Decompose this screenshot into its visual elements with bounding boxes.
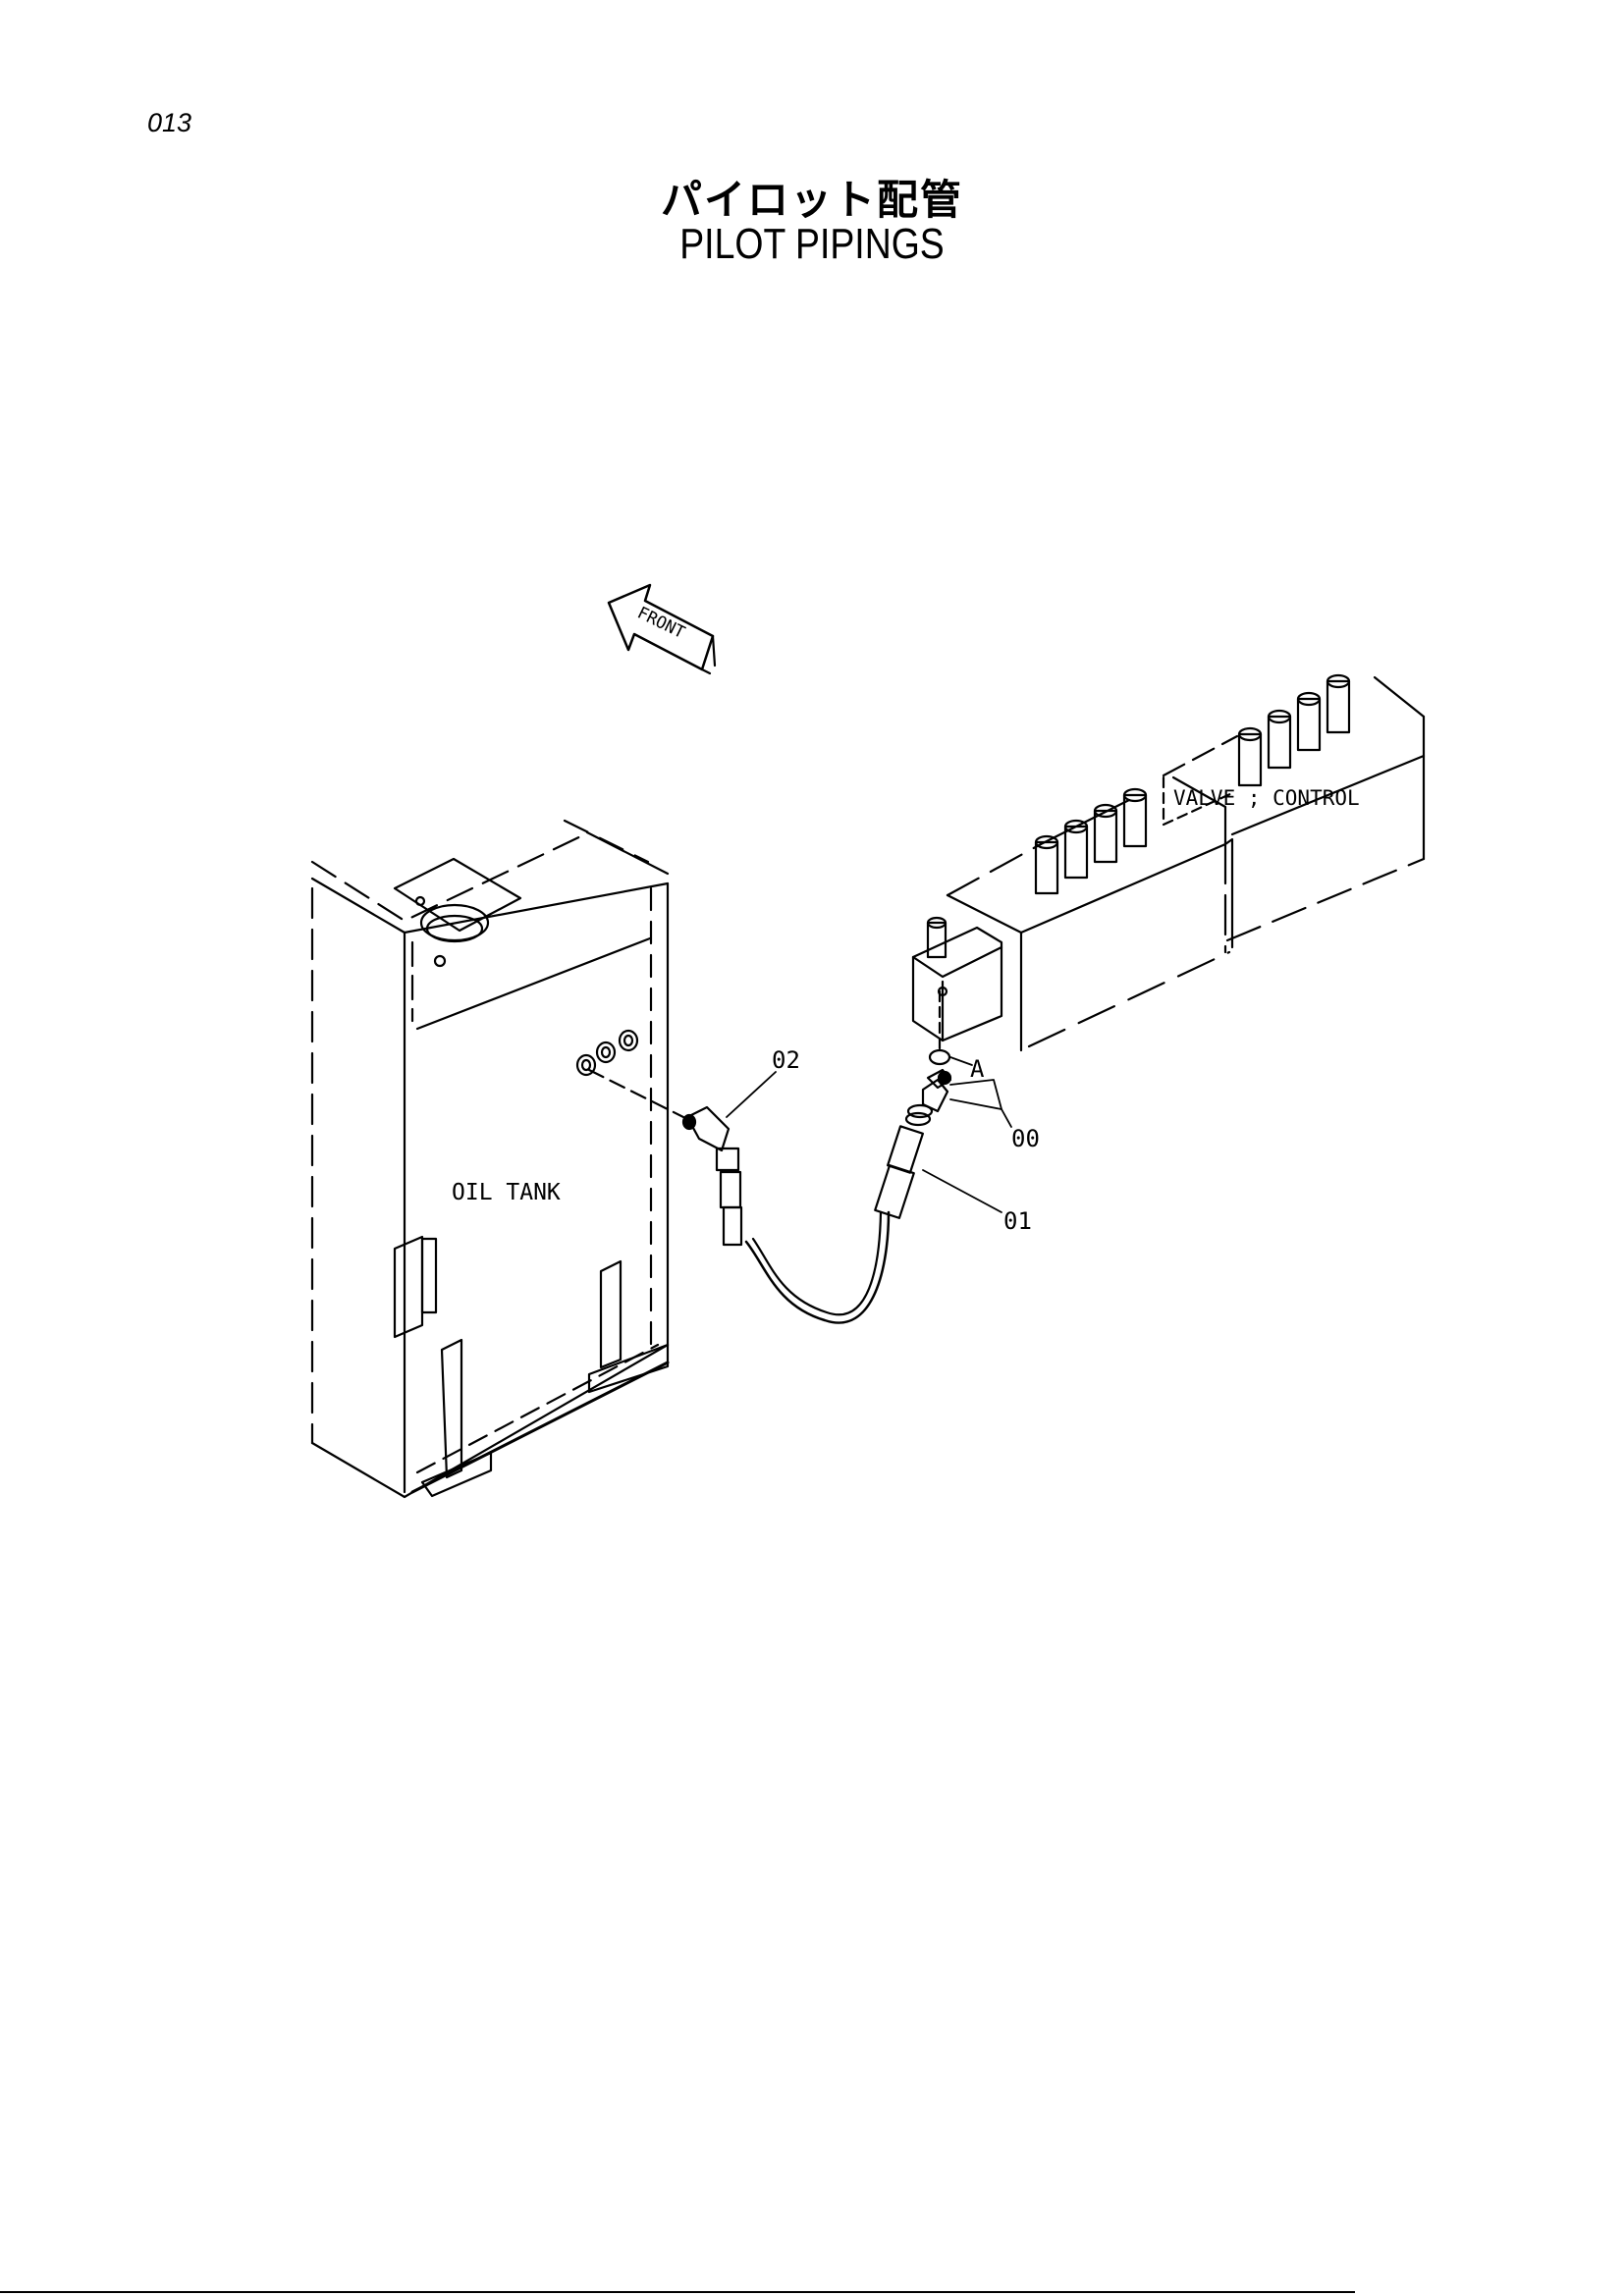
callout-01: 01	[922, 1169, 1032, 1235]
page-number: 013	[147, 108, 192, 137]
detail-a-label: A	[970, 1055, 985, 1083]
valve-spools-rear	[1237, 673, 1351, 787]
title-japanese: パイロット配管	[660, 176, 963, 224]
control-valve: VALVE ; CONTROL	[911, 673, 1426, 1052]
valve-spools-front	[1034, 787, 1148, 895]
front-arrow: FRONT	[607, 583, 717, 675]
pilot-hose-assembly	[587, 989, 952, 1324]
title-english: PILOT PIPINGS	[679, 220, 945, 268]
oil-tank: OIL TANK	[310, 819, 670, 1499]
oil-tank-label: OIL TANK	[452, 1180, 561, 1205]
detail-a: A	[949, 1055, 985, 1083]
callout-00-label: 00	[1011, 1125, 1040, 1152]
callout-02-label: 02	[772, 1046, 800, 1074]
valve-control-label: VALVE ; CONTROL	[1173, 786, 1360, 810]
callout-01-label: 01	[1003, 1207, 1032, 1235]
callout-02: 02	[726, 1046, 800, 1118]
callout-00: 00	[949, 1079, 1040, 1152]
bottom-rule	[0, 2291, 1355, 2293]
